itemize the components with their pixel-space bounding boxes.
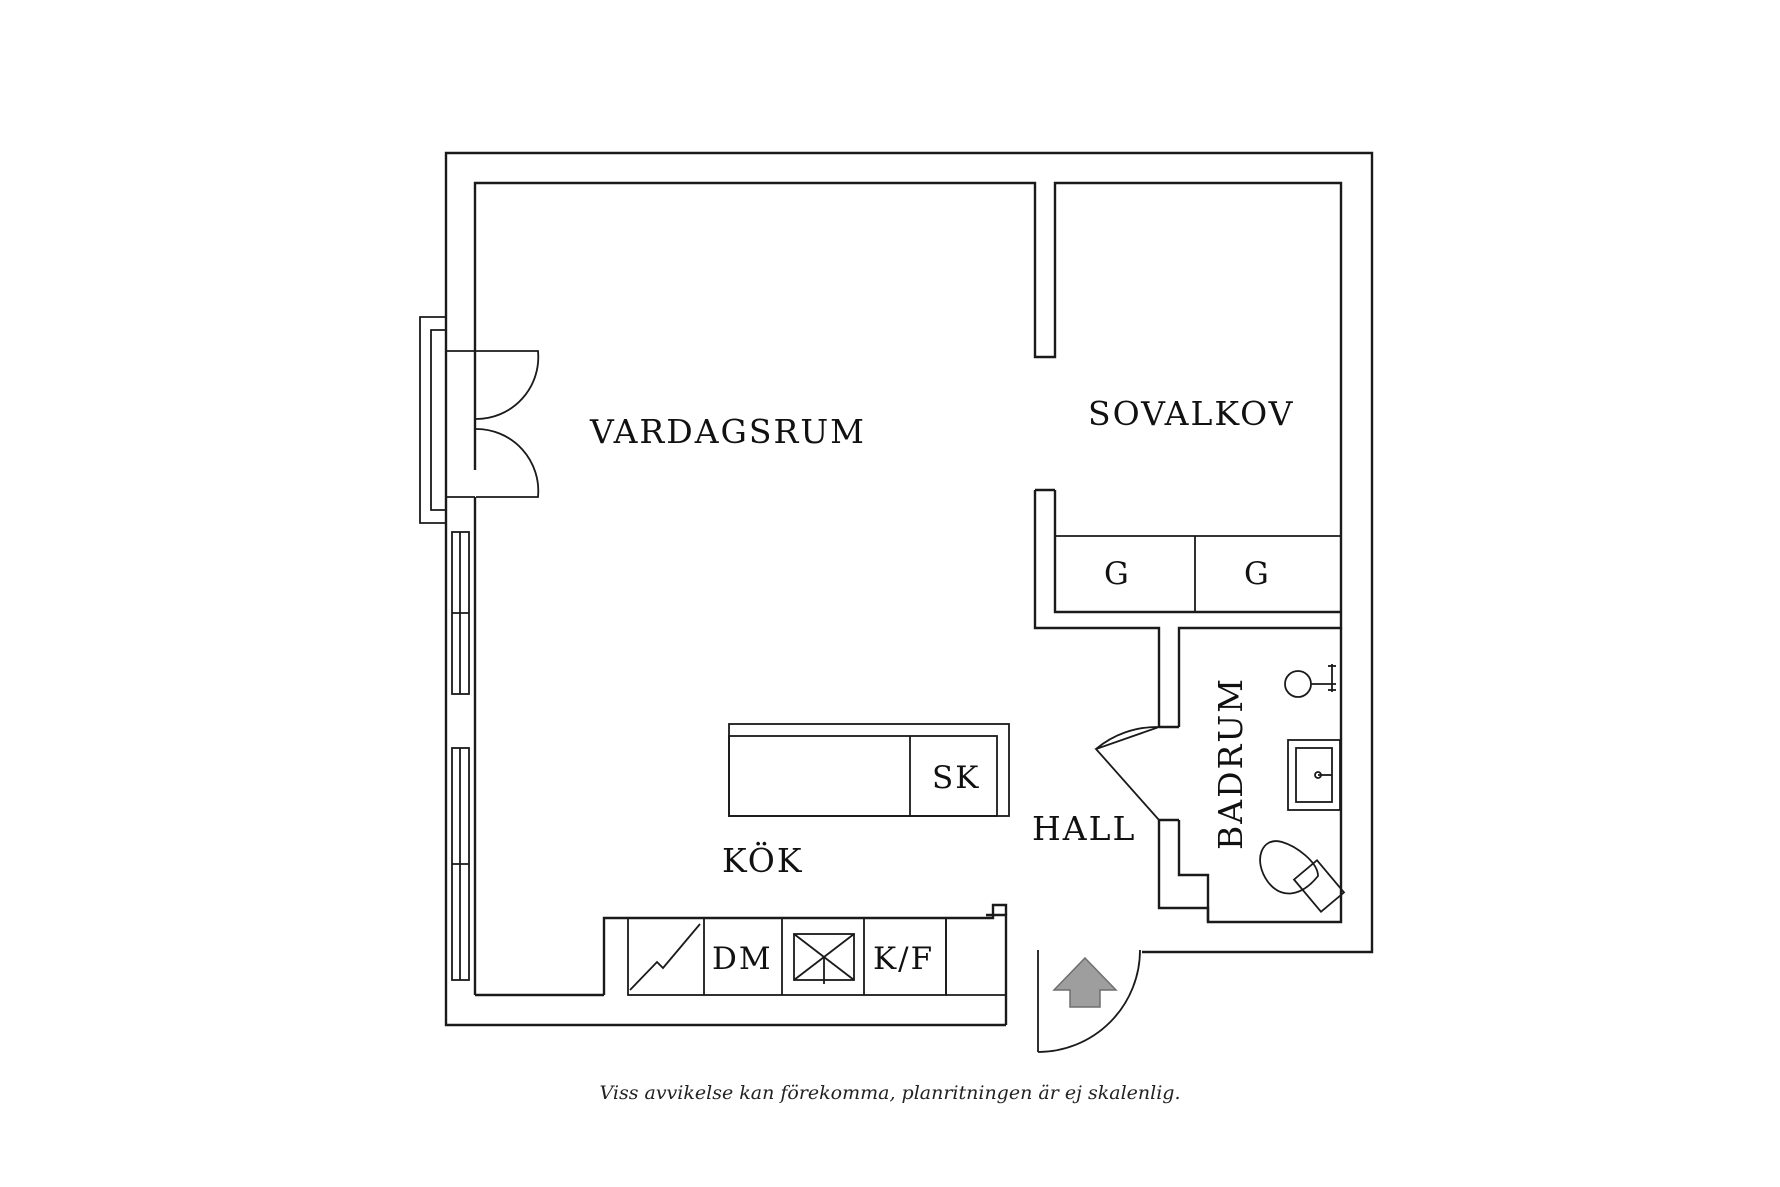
wardrobe-label-1: G (1104, 556, 1131, 592)
kitchen-counter (602, 903, 1008, 1025)
room-label-badrum: BADRUM (1211, 677, 1250, 850)
entrance-arrow-icon (1052, 956, 1118, 1008)
dishwasher-label: DM (712, 941, 773, 977)
sovalkov-partition (1033, 488, 1341, 727)
disclaimer-text: Viss avvikelse kan förekomma, planritnin… (599, 1082, 1181, 1104)
washbasin (1287, 739, 1341, 811)
oven-icon (793, 933, 855, 984)
window-lower (451, 747, 470, 981)
entrance-door (1037, 949, 1141, 1053)
outer-walls (444, 151, 1374, 1027)
room-label-sovalkov: SOVALKOV (1088, 394, 1295, 433)
fridge-freezer-label: K/F (873, 941, 934, 977)
bathroom-door (1094, 726, 1160, 821)
toilet (1259, 840, 1346, 913)
shower-fixture (1284, 664, 1336, 698)
room-label-vardagsrum: VARDAGSRUM (589, 412, 866, 451)
wardrobe-label-2: G (1244, 556, 1271, 592)
balcony-door (419, 316, 540, 524)
room-label-hall: HALL (1032, 809, 1136, 848)
stove-icon (629, 923, 701, 991)
sink-label: SK (932, 760, 980, 796)
window-upper (451, 531, 470, 695)
room-label-kok: KÖK (722, 840, 803, 880)
wardrobes (1055, 535, 1341, 612)
kitchen-island (728, 723, 1010, 817)
bathroom-walls (1157, 536, 1343, 924)
